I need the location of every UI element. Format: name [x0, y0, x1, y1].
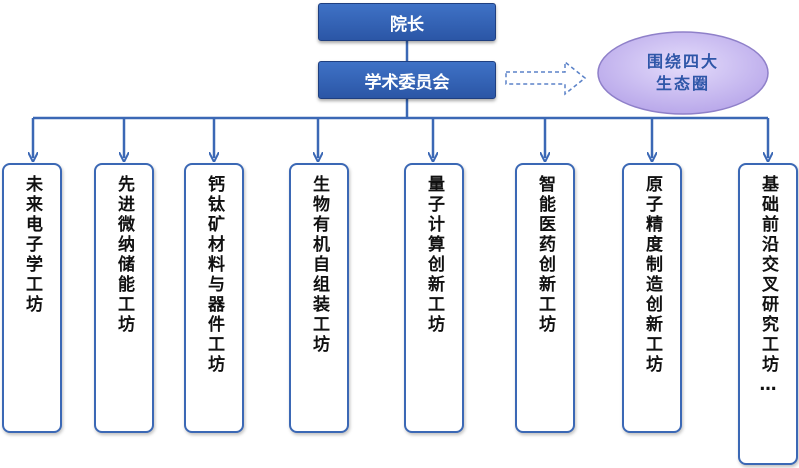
dean-box: 院长	[318, 3, 496, 41]
workshop-label-1: 未来电子学工坊	[22, 175, 42, 315]
workshop-box-2: 先进微纳储能工坊	[94, 163, 154, 433]
dashed-arrow-icon	[505, 60, 587, 96]
workshop-label-3: 钙钛矿材料与器件工坊	[204, 175, 224, 375]
workshop-box-3: 钙钛矿材料与器件工坊	[184, 163, 244, 433]
committee-label: 学术委员会	[364, 72, 450, 93]
workshop-box-8: 基础前沿交叉研究工坊…	[738, 163, 798, 465]
workshop-box-4: 生物有机自组装工坊	[289, 163, 349, 433]
ecosystem-label: 围绕四大 生态圈	[646, 52, 719, 93]
workshop-label-6: 智能医药创新工坊	[535, 175, 555, 335]
workshop-label-5: 量子计算创新工坊	[424, 175, 444, 335]
workshop-box-1: 未来电子学工坊	[2, 163, 62, 433]
workshop-box-7: 原子精度制造创新工坊	[622, 163, 682, 433]
academic-committee-box: 学术委员会	[318, 61, 496, 99]
workshop-label-7: 原子精度制造创新工坊	[642, 175, 662, 375]
workshop-box-6: 智能医药创新工坊	[515, 163, 575, 433]
workshop-label-4: 生物有机自组装工坊	[309, 175, 329, 355]
dean-label: 院长	[390, 14, 424, 35]
ecosystem-ellipse	[597, 31, 769, 115]
workshop-label-8: 基础前沿交叉研究工坊…	[758, 175, 778, 398]
workshop-box-5: 量子计算创新工坊	[404, 163, 464, 433]
workshop-label-2: 先进微纳储能工坊	[114, 175, 134, 335]
